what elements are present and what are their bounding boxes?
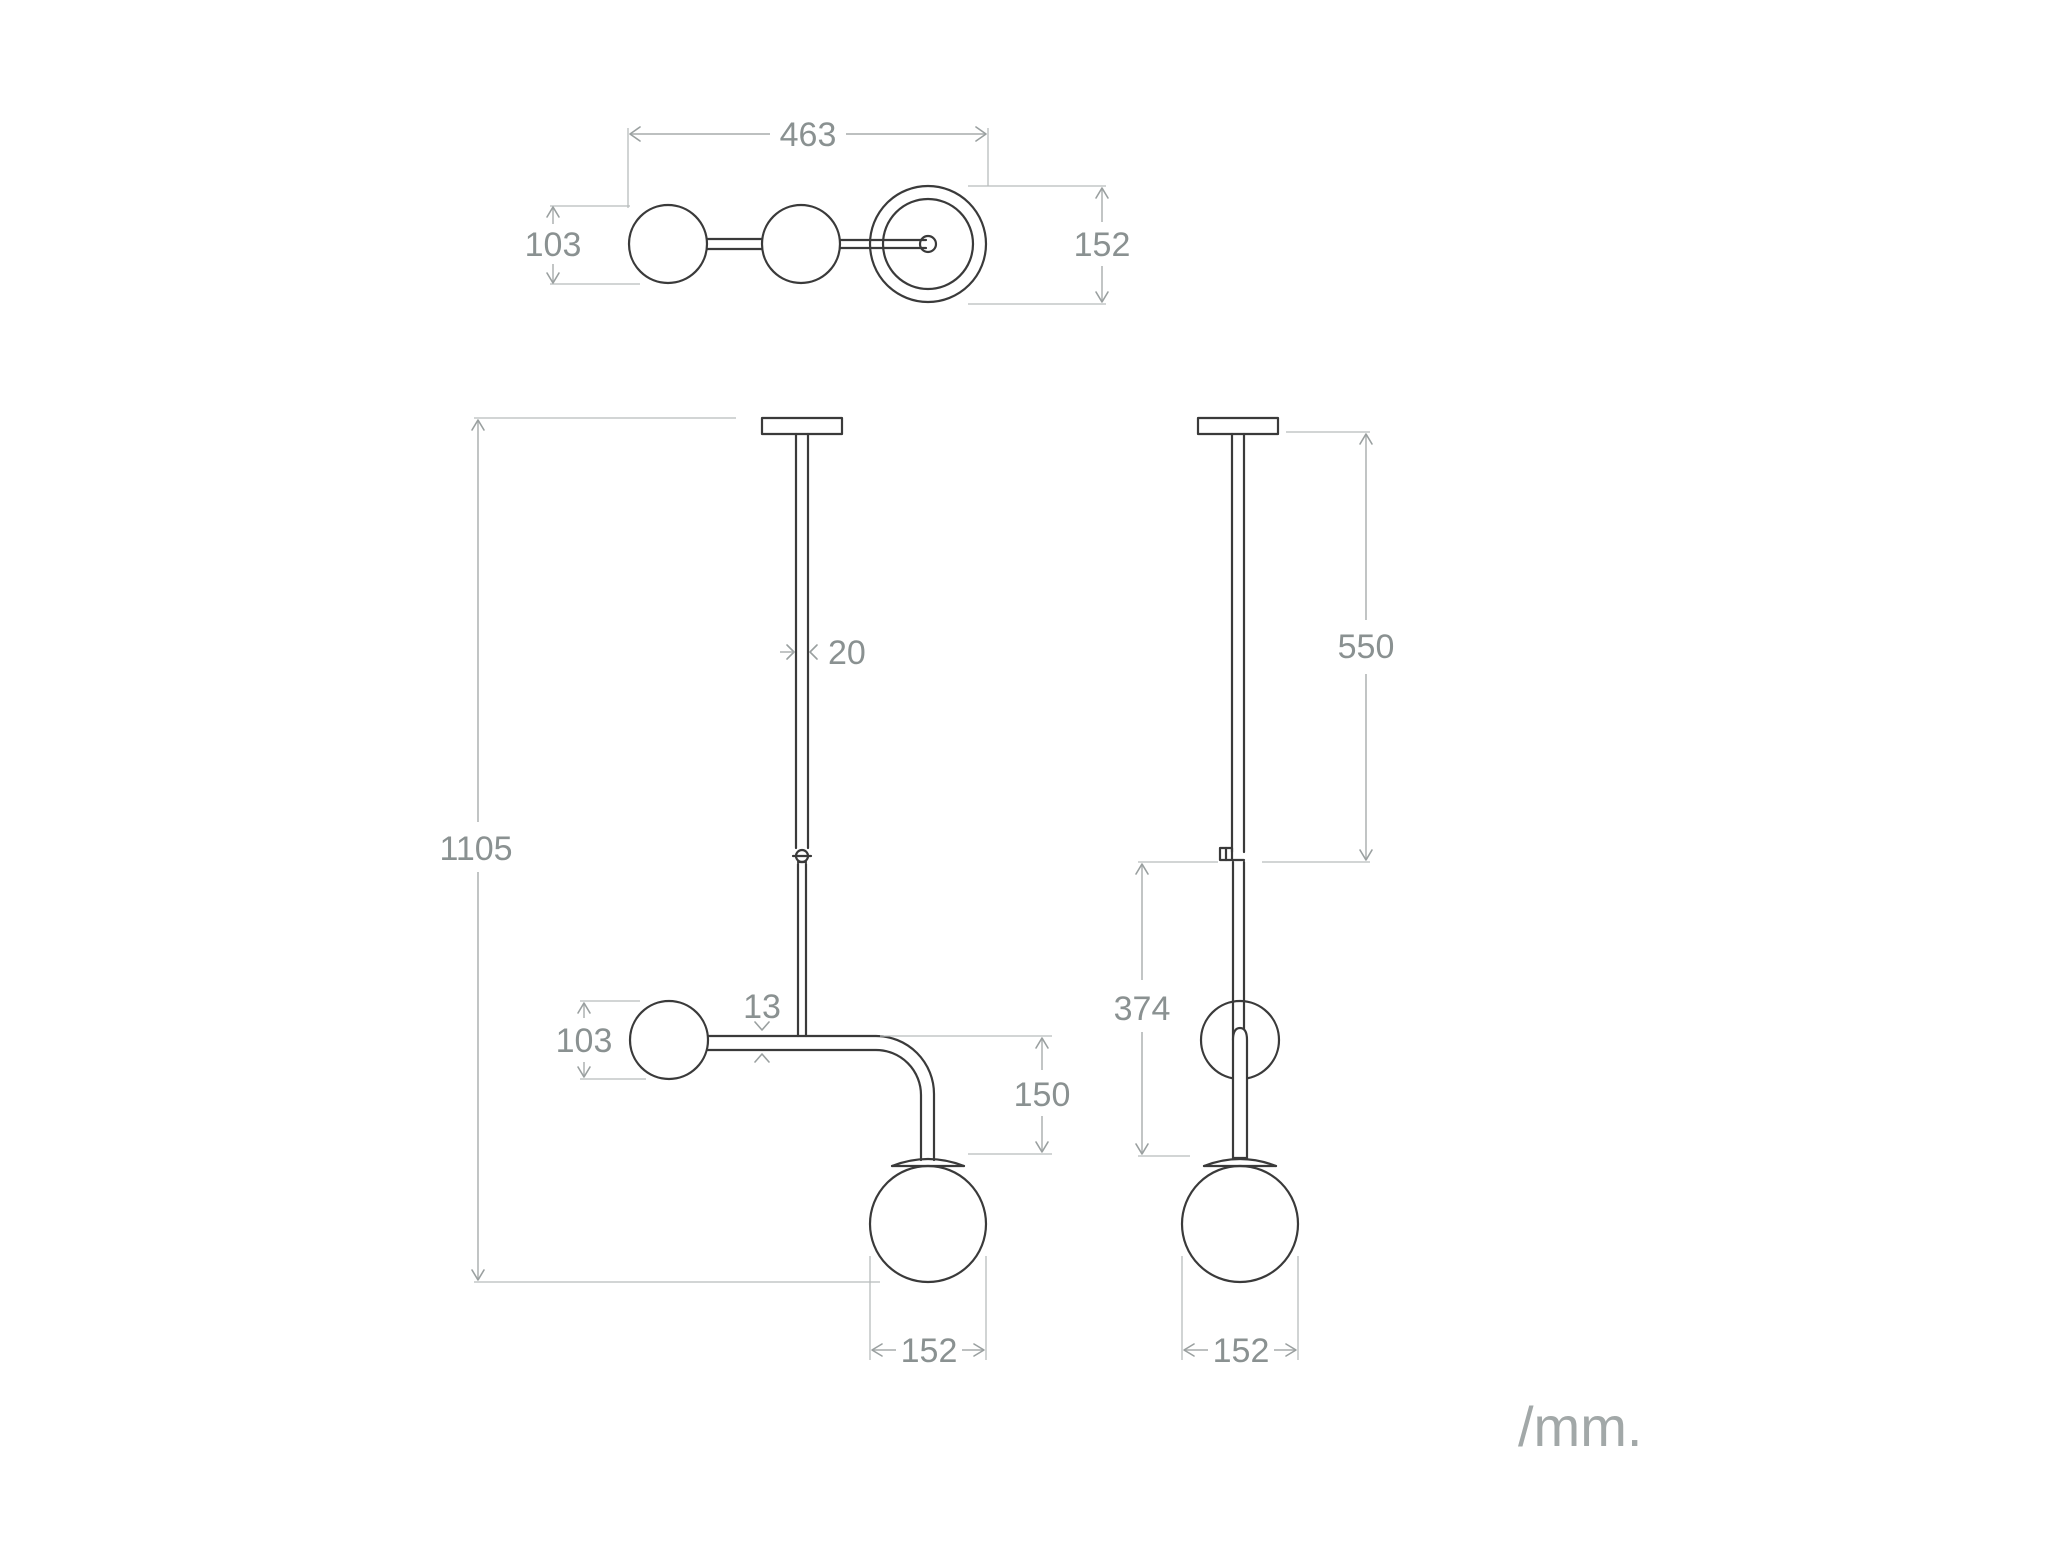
dimension-front-drop: 150 <box>880 1035 1071 1155</box>
front-view-globe <box>868 1164 988 1284</box>
dimension-side-lower: 374 <box>1114 861 1218 1157</box>
dimension-front-side-globe-label: 103 <box>556 1022 613 1060</box>
dimension-top-globe-label: 103 <box>525 226 582 264</box>
dimension-front-globe: 152 <box>869 1256 987 1370</box>
front-view-arm <box>706 1034 936 1162</box>
dimension-front-arm: 13 <box>743 988 781 1063</box>
dimension-front-rod-label: 20 <box>828 634 866 672</box>
dimension-front-height: 1105 <box>439 417 880 1283</box>
top-view-rod-hub <box>918 234 938 254</box>
unit-label: /mm. <box>1518 1395 1642 1458</box>
front-view: 1105 20 13 103 <box>439 416 1071 1370</box>
dimension-front-arm-label: 13 <box>743 988 781 1026</box>
dimension-top-width-label: 463 <box>780 116 837 154</box>
dimension-side-lower-label: 374 <box>1114 990 1171 1028</box>
side-view-globe <box>1180 1164 1300 1284</box>
top-view-canopy-outer <box>868 184 988 304</box>
dimension-top-width: 463 <box>627 116 989 208</box>
side-view-canopy <box>1196 416 1280 436</box>
dimension-side-globe-label: 152 <box>1213 1332 1270 1370</box>
dimension-front-height-label: 1105 <box>439 830 512 868</box>
top-view-canopy-inner <box>881 197 975 291</box>
top-view-globe-middle <box>760 203 842 285</box>
side-view-lamp <box>1180 416 1300 1284</box>
top-view-lamp <box>627 184 988 304</box>
dimension-side-globe: 152 <box>1181 1256 1299 1370</box>
dimension-front-side-globe: 103 <box>556 1000 646 1080</box>
top-view: 463 103 152 <box>525 116 1131 305</box>
dimension-front-rod: 20 <box>780 634 866 672</box>
front-view-side-globe <box>628 999 710 1081</box>
dimension-top-globe: 103 <box>525 205 640 285</box>
front-view-canopy <box>760 416 844 436</box>
side-view-globe-hood <box>1202 1157 1278 1168</box>
dimension-side-upper-label: 550 <box>1338 628 1395 666</box>
dimension-front-drop-label: 150 <box>1014 1076 1071 1114</box>
front-view-globe-hood <box>890 1157 966 1168</box>
dimension-top-canopy-label: 152 <box>1074 226 1131 264</box>
dimension-top-canopy: 152 <box>968 185 1131 305</box>
front-view-lamp <box>628 416 988 1284</box>
side-view: 550 374 152 <box>1114 416 1395 1370</box>
top-view-globe-left <box>627 203 709 285</box>
dimension-front-globe-label: 152 <box>901 1332 958 1370</box>
dimension-side-upper: 550 <box>1262 431 1395 863</box>
